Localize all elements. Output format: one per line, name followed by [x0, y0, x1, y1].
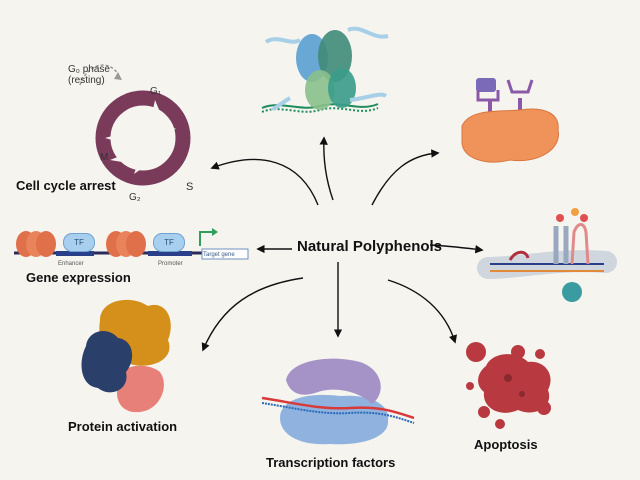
- center-label: Natural Polyphenols: [297, 238, 443, 255]
- g0-note-text: (resting): [68, 75, 105, 86]
- apoptotic-cell: [466, 342, 551, 429]
- arrows: [201, 136, 484, 352]
- m-phase-label: M: [100, 152, 109, 163]
- protein-activation-label: Protein activation: [68, 419, 178, 434]
- g0-phase-text: G₀ phase: [68, 64, 110, 75]
- cell-cycle-arrest-label: Cell cycle arrest: [16, 178, 116, 193]
- s-phase-label: S: [186, 181, 194, 193]
- receptor-protein: [461, 78, 559, 163]
- g2-label: G₂: [129, 192, 141, 203]
- promoter-label: Promoter: [158, 261, 183, 267]
- transcription-factors-label: Transcription factors: [266, 455, 396, 470]
- arrow-to-apoptosis: [387, 279, 458, 344]
- nucleosome-group-2: [106, 231, 146, 257]
- cell-cycle-diagram: [79, 64, 191, 186]
- histone-complex: [261, 26, 389, 113]
- tf-badge-enhancer: TF: [63, 233, 95, 252]
- gene-expression-diagram: [14, 228, 249, 260]
- gene-expression-label: Gene expression: [26, 270, 131, 285]
- enhancer-label: Enhancer: [58, 261, 84, 267]
- arrow-to-protein-activation: [201, 277, 304, 352]
- nucleosome-group-1: [16, 231, 56, 257]
- arrow-to-rna: [429, 244, 484, 254]
- protein-activation-complex: [81, 299, 171, 413]
- g0-phase-label: G₀ phase (resting): [68, 64, 110, 86]
- tf-badge-promoter: TF: [153, 233, 185, 252]
- g1-label: G₁: [150, 86, 162, 97]
- rna-membrane-diagram: [477, 208, 617, 302]
- transcription-factor-complex: [261, 358, 415, 445]
- arrow-to-receptor: [371, 149, 440, 206]
- target-gene-label: Target gene: [203, 252, 235, 258]
- arrow-to-histone: [319, 136, 334, 201]
- apoptosis-label: Apoptosis: [474, 437, 538, 452]
- arrow-to-cell-cycle: [210, 158, 319, 206]
